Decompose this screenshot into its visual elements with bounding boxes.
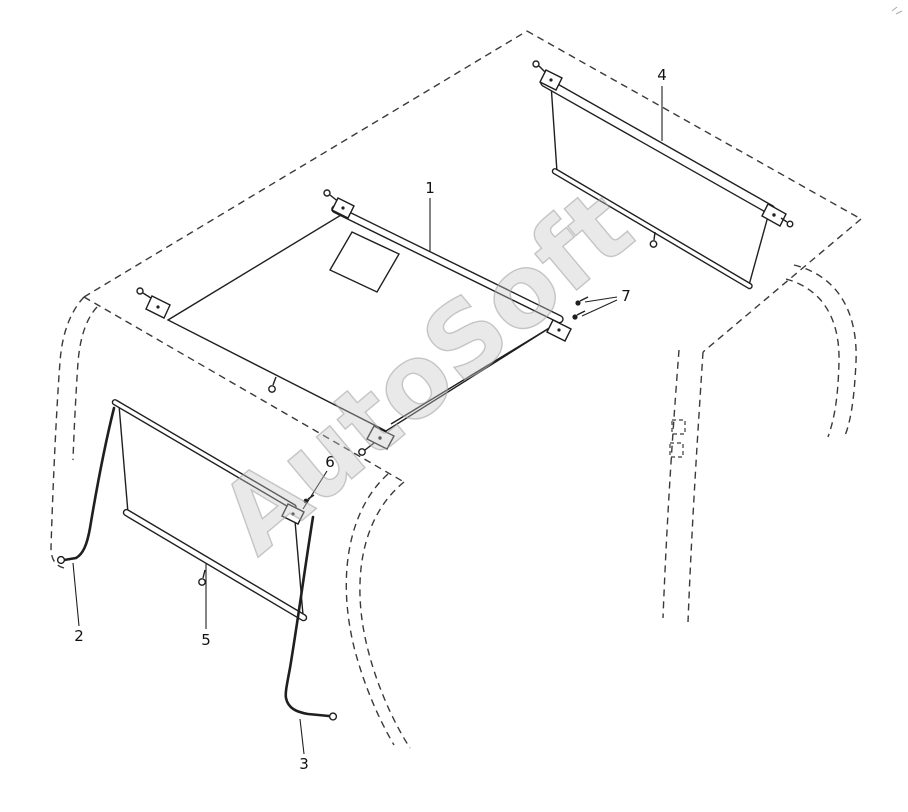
front-shade-bottom-roll bbox=[122, 508, 308, 622]
front-shade-part-5 bbox=[111, 399, 308, 622]
roof-right-front-edge bbox=[702, 218, 862, 353]
part-label-2: 2 bbox=[74, 627, 84, 645]
part-label-4: 4 bbox=[657, 66, 667, 84]
roof-rear-right-edge bbox=[526, 30, 862, 220]
leader-7a bbox=[584, 296, 618, 303]
screw-lower bbox=[572, 314, 578, 320]
rear-right-arc-outer bbox=[793, 264, 857, 439]
right-pillar-inner bbox=[662, 349, 680, 619]
leader-lines bbox=[72, 86, 663, 755]
roof-front-edge bbox=[83, 296, 405, 483]
cab-outline bbox=[50, 30, 862, 749]
part-label-1: 1 bbox=[425, 179, 435, 197]
pull-rod-2-knob bbox=[56, 555, 66, 565]
roof-shade-top-bracket-pin bbox=[323, 189, 331, 197]
rear-right-arc-inner bbox=[785, 278, 840, 438]
roof-shade-left-bracket-pin bbox=[136, 287, 144, 295]
part-labels: 1 2 3 4 5 6 7 bbox=[74, 66, 667, 773]
corner-artifact bbox=[891, 6, 903, 15]
leader-6 bbox=[302, 470, 328, 510]
roof-shade-hook-loop bbox=[268, 385, 276, 393]
pull-rod-3-knob bbox=[328, 712, 338, 721]
rear-shade-hook-loop bbox=[649, 240, 658, 248]
pull-rod-part-2 bbox=[56, 406, 116, 565]
left-pillar-inner bbox=[72, 306, 98, 461]
rear-shade-right-bracket-pin bbox=[786, 220, 794, 228]
roof-shade-mesh bbox=[329, 231, 400, 293]
rear-shade-left-bracket-pin bbox=[532, 60, 540, 68]
watermark-text: AutoSoft bbox=[198, 167, 654, 576]
leader-2 bbox=[72, 562, 80, 627]
left-pillar-outer bbox=[50, 296, 85, 569]
roof-shade-part-1 bbox=[136, 189, 572, 456]
right-pillar-outer bbox=[687, 351, 704, 623]
front-shade-hook bbox=[202, 569, 206, 579]
rear-shade-part-4 bbox=[532, 60, 794, 290]
roof-rear-left-edge bbox=[83, 30, 528, 298]
part-label-6: 6 bbox=[325, 453, 335, 471]
roof-shade-bottom-rail-line bbox=[390, 326, 552, 425]
pull-rod-2 bbox=[62, 406, 116, 562]
screws-part-7 bbox=[572, 296, 589, 320]
pull-rod-3 bbox=[284, 515, 331, 718]
roof-shade-bottom-bracket-pin bbox=[358, 448, 366, 456]
part-label-3: 3 bbox=[299, 755, 309, 773]
rear-shade-bottom-rail bbox=[551, 168, 753, 290]
a-pillar-outer bbox=[359, 481, 411, 749]
roof-shade-hook bbox=[272, 376, 277, 386]
screw-upper bbox=[575, 300, 581, 306]
front-shade-hook-loop bbox=[198, 578, 206, 586]
pull-rod-part-3 bbox=[284, 515, 338, 721]
rear-shade-hook bbox=[653, 231, 656, 241]
leader-3 bbox=[299, 718, 305, 755]
leader-7b bbox=[581, 299, 618, 317]
a-pillar-inner bbox=[345, 473, 395, 746]
part-label-7: 7 bbox=[621, 287, 631, 305]
part-label-5: 5 bbox=[201, 631, 211, 649]
